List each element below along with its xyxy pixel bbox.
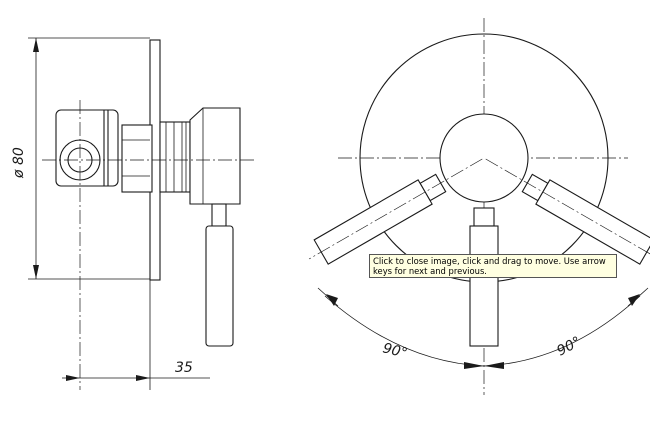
front-view: 90° 90°	[308, 18, 650, 395]
side-view: ø 80 35	[11, 37, 255, 390]
lever-center	[469, 207, 499, 347]
angle-left-label: 90°	[381, 340, 409, 362]
image-viewer-tooltip: Click to close image, click and drag to …	[369, 254, 617, 278]
offset-dimension-label: 35	[175, 360, 193, 376]
angle-right-label: 90°	[554, 334, 583, 360]
diameter-dimension-label: ø 80	[11, 147, 27, 179]
lever-right	[485, 158, 650, 265]
lever-left	[308, 158, 483, 265]
